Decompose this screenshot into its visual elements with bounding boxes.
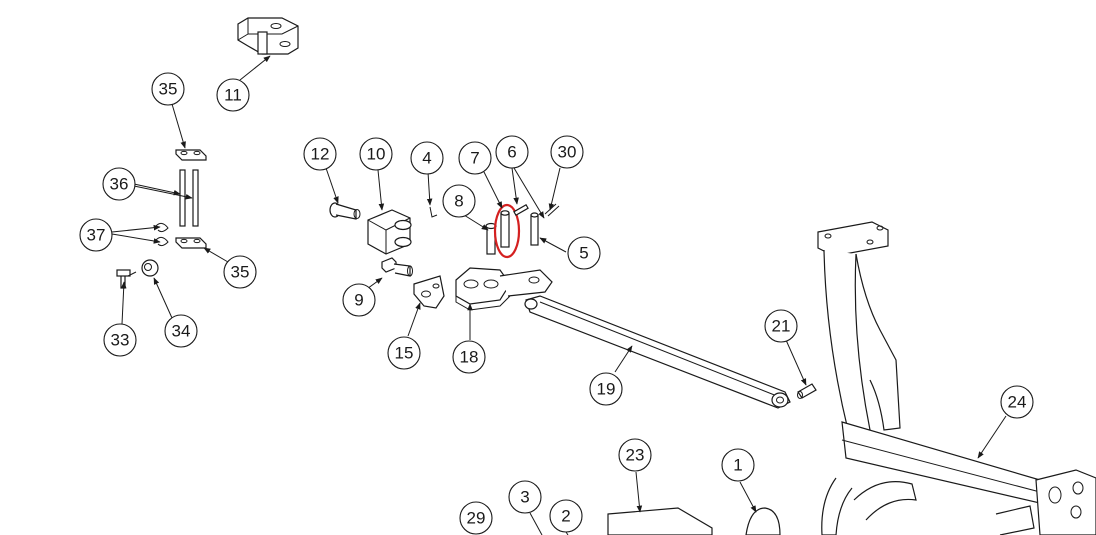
callout-balloon: 36 [102,167,136,201]
callout-label: 21 [772,317,791,336]
part-33-bolt [116,269,137,289]
callout-balloon: 34 [164,314,198,348]
callout-balloon: 23 [618,438,652,472]
callout-balloon: 8 [442,184,476,218]
part-1-disc [745,507,781,535]
callout-balloon: 7 [458,141,492,175]
callout-label: 2 [561,507,570,526]
part-35-top-plate [175,149,207,161]
callout-label: 33 [111,331,130,350]
callout-balloon: 15 [387,336,421,370]
callout-label: 12 [311,145,330,164]
callout-label: 5 [579,244,588,263]
part-36-rods [179,169,199,227]
part-9-fitting [381,257,413,277]
part-15-bracket [413,275,445,309]
callout-label: 35 [231,263,250,282]
callout-balloon: 18 [452,340,486,374]
part-11-bracket [237,17,299,55]
callout-balloon: 5 [567,236,601,270]
callout-balloon: 2 [549,499,583,533]
callout-label: 9 [354,291,363,310]
callout-balloon: 6 [495,135,529,169]
callout-label: 7 [470,149,479,168]
callout-label: 36 [110,175,129,194]
callout-label: 23 [626,446,645,465]
part-35-bottom-plate [175,237,207,249]
callout-balloon: 1 [721,448,755,482]
callout-balloon: 29 [459,501,493,535]
callout-balloon: 19 [589,372,623,406]
part-4-pin [429,206,438,218]
part-5-pin [530,212,539,246]
callout-label: 19 [597,380,616,399]
callout-balloon: 3 [508,480,542,514]
part-30-cotter [544,203,560,217]
callout-balloon: 9 [342,283,376,317]
callout-label: 18 [460,348,479,367]
callout-label: 35 [159,80,178,99]
callout-label: 10 [367,145,386,164]
callout-label: 3 [520,488,529,507]
part-10-clevis [367,209,412,255]
callout-label: 8 [454,192,463,211]
part-21-pin [797,383,817,399]
part-24-frame [817,221,1096,535]
callout-label: 30 [558,143,577,162]
callout-balloon: 35 [223,255,257,289]
callout-balloon: 21 [764,309,798,343]
part-23-plate [607,507,713,535]
callout-label: 34 [172,322,191,341]
callout-balloon: 35 [151,72,185,106]
callout-label: 37 [87,226,106,245]
callout-label: 24 [1008,393,1027,412]
callout-label: 1 [733,456,742,475]
callout-balloon: 10 [359,137,393,171]
leader-lines [111,55,1007,535]
part-18-linkage [455,267,553,311]
part-6-pin [513,203,529,217]
callout-label: 4 [422,149,431,168]
callout-balloon: 33 [103,323,137,357]
part-12-bolt [329,202,361,220]
callout-balloon: 37 [79,218,113,252]
callout-balloon: 11 [216,78,250,112]
callout-label: 15 [395,344,414,363]
callout-label: 29 [467,509,486,528]
callout-balloon: 24 [1000,385,1034,419]
callout-balloon: 30 [550,135,584,169]
callout-balloon: 4 [410,141,444,175]
part-34-nut [141,259,159,277]
callout-balloons: 11 35 36 37 35 33 34 12 10 4 9 15 8 7 6 … [79,72,1034,535]
part-19-arm [524,295,791,409]
callout-label: 6 [507,143,516,162]
callout-label: 11 [224,86,242,105]
callout-balloon: 12 [303,137,337,171]
part-37-clips [155,222,169,247]
part-7-highlight [493,203,521,259]
part-7-pin [500,210,510,248]
